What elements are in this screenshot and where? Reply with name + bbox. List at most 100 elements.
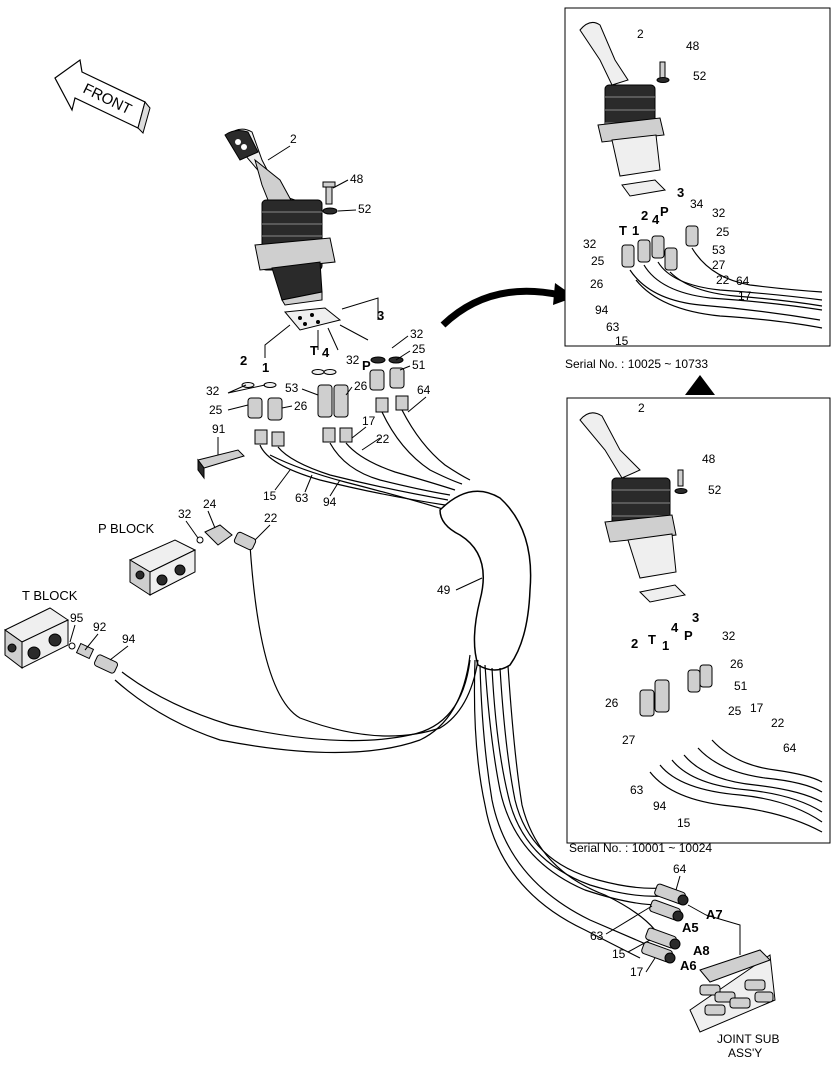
t-block <box>4 607 119 674</box>
bi-label-T: T <box>648 632 656 647</box>
label-1: 1 <box>262 360 269 375</box>
label-91: 91 <box>212 422 226 436</box>
label-25b: 25 <box>209 403 223 417</box>
ti-label-25a: 25 <box>716 225 730 239</box>
leader-lines <box>69 145 741 973</box>
ti-label-22: 22 <box>716 273 730 287</box>
bi-label-51: 51 <box>734 679 748 693</box>
top-inset-callouts: 2 48 52 3 34 32 T 1 2 4 P 25 32 53 25 27… <box>565 27 752 371</box>
ti-label-26: 26 <box>590 277 604 291</box>
label-94b: 94 <box>122 632 136 646</box>
lower-fittings <box>641 883 689 964</box>
main-joystick <box>224 128 336 306</box>
label-A5: A5 <box>682 920 699 935</box>
front-arrow: FRONT <box>54 58 151 134</box>
label-T: T <box>310 343 318 358</box>
joint-sub-label-line1: JOINT SUB <box>717 1032 779 1046</box>
ti-label-2b: 2 <box>641 208 648 223</box>
bi-label-64: 64 <box>783 741 797 755</box>
label-A7: A7 <box>706 907 723 922</box>
ti-label-52: 52 <box>693 69 707 83</box>
bi-label-15: 15 <box>677 816 691 830</box>
ti-label-94: 94 <box>595 303 609 317</box>
bi-label-1: 1 <box>662 638 669 653</box>
t-block-label: T BLOCK <box>22 588 78 603</box>
bi-label-26a: 26 <box>730 657 744 671</box>
label-3: 3 <box>377 308 384 323</box>
main-callouts: 2 48 52 3 32 P 25 51 T 4 32 2 1 53 26 32… <box>70 132 723 979</box>
label-48: 48 <box>350 172 364 186</box>
bi-label-25: 25 <box>728 704 742 718</box>
ti-label-34: 34 <box>690 197 704 211</box>
label-95: 95 <box>70 611 84 625</box>
label-15b: 15 <box>612 947 626 961</box>
main-fittings <box>241 356 409 447</box>
hoses-lower <box>114 544 663 959</box>
label-63b: 63 <box>590 929 604 943</box>
label-63: 63 <box>295 491 309 505</box>
bi-label-22: 22 <box>771 716 785 730</box>
p-block-label: P BLOCK <box>98 521 154 536</box>
label-53: 53 <box>285 381 299 395</box>
bottom-inset <box>566 397 831 844</box>
ti-label-1: 1 <box>632 223 639 238</box>
label-4: 4 <box>322 345 330 360</box>
ti-label-25b: 25 <box>591 254 605 268</box>
label-17: 17 <box>362 414 376 428</box>
bolt-48 <box>322 181 338 215</box>
bi-label-2: 2 <box>638 401 645 415</box>
label-P: P <box>362 358 371 373</box>
ti-label-32a: 32 <box>712 206 726 220</box>
label-2b: 2 <box>240 353 247 368</box>
port-plate <box>284 307 342 331</box>
label-26b: 26 <box>294 399 308 413</box>
ti-label-32b: 32 <box>583 237 597 251</box>
protective-sleeve-49 <box>439 490 532 671</box>
label-24: 24 <box>203 497 217 511</box>
bi-label-48: 48 <box>702 452 716 466</box>
label-51: 51 <box>412 358 426 372</box>
label-94: 94 <box>323 495 337 509</box>
ti-label-3: 3 <box>677 185 684 200</box>
ti-label-4: 4 <box>652 212 660 227</box>
label-32a: 32 <box>410 327 424 341</box>
bi-label-32: 32 <box>722 629 736 643</box>
label-A6: A6 <box>680 958 697 973</box>
label-32b: 32 <box>346 353 360 367</box>
p-block <box>128 524 257 596</box>
triangle-marker <box>685 375 715 395</box>
ti-label-27: 27 <box>712 258 726 272</box>
ti-label-17: 17 <box>738 289 752 303</box>
label-32c: 32 <box>206 384 220 398</box>
bi-label-63: 63 <box>630 783 644 797</box>
bi-label-94: 94 <box>653 799 667 813</box>
ti-label-64: 64 <box>736 274 750 288</box>
label-52: 52 <box>358 202 372 216</box>
label-22: 22 <box>376 432 390 446</box>
ti-label-T: T <box>619 223 627 238</box>
label-17b: 17 <box>630 965 644 979</box>
bi-label-2b: 2 <box>631 636 638 651</box>
ti-label-15: 15 <box>615 334 629 348</box>
label-A8: A8 <box>693 943 710 958</box>
label-2: 2 <box>290 132 297 146</box>
ti-serial: Serial No. : 10025 ~ 10733 <box>565 357 708 371</box>
joint-sub-label-line2: ASS'Y <box>728 1046 762 1060</box>
label-64: 64 <box>417 383 431 397</box>
label-15: 15 <box>263 489 277 503</box>
bi-label-P: P <box>684 628 693 643</box>
bi-label-27: 27 <box>622 733 636 747</box>
bi-label-26b: 26 <box>605 696 619 710</box>
ti-label-2: 2 <box>637 27 644 41</box>
ti-label-48: 48 <box>686 39 700 53</box>
callout-arrow <box>440 287 561 328</box>
bi-label-4: 4 <box>671 620 679 635</box>
label-25a: 25 <box>412 342 426 356</box>
ti-label-53: 53 <box>712 243 726 257</box>
bottom-inset-callouts: 2 48 52 3 4 2 T 1 P 32 26 51 26 25 17 27… <box>569 401 797 855</box>
label-32d: 32 <box>178 507 192 521</box>
bi-label-17: 17 <box>750 701 764 715</box>
bi-label-52: 52 <box>708 483 722 497</box>
label-64b: 64 <box>673 862 687 876</box>
